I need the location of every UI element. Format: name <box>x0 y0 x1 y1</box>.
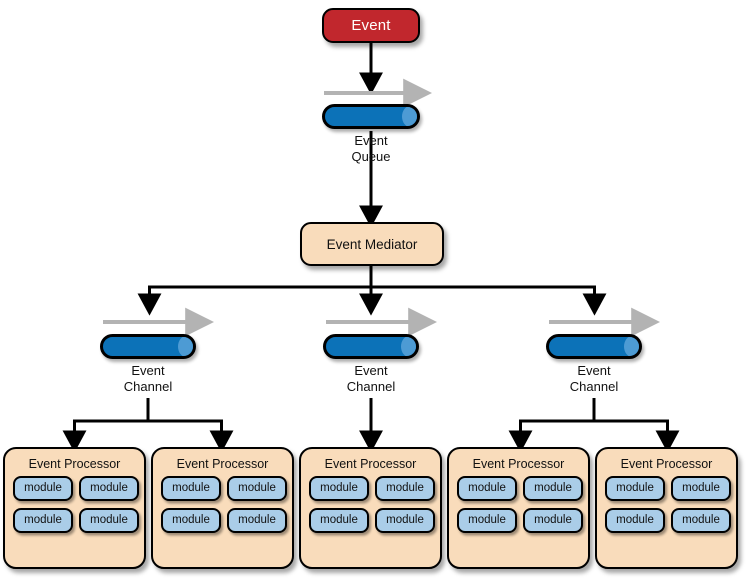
event-processor-4: Event Processor module module module mod… <box>447 447 590 569</box>
cylinder-cap <box>178 337 193 356</box>
module-grid: module module module module <box>153 475 292 542</box>
event-channel-cylinder-2 <box>323 334 419 359</box>
cylinder-cap <box>402 107 417 126</box>
event-channel-label-2: Event Channel <box>321 363 421 394</box>
event-channel-label-line2: Channel <box>346 378 396 394</box>
event-processor-title: Event Processor <box>472 457 565 471</box>
module-pill: module <box>375 475 435 501</box>
event-channel-cylinder-1 <box>100 334 196 359</box>
event-processor-title: Event Processor <box>28 457 121 471</box>
event-queue-label-line1: Event <box>354 133 388 148</box>
event-channel-label-line1: Event <box>577 363 611 378</box>
event-processor-2: Event Processor module module module mod… <box>151 447 294 569</box>
mediator-channel-bus <box>137 266 607 316</box>
module-grid: module module module module <box>597 475 736 542</box>
module-pill: module <box>605 507 665 533</box>
module-pill: module <box>161 475 221 501</box>
module-pill: module <box>523 507 583 533</box>
event-queue-label: Event Queue <box>321 133 421 164</box>
event-channel-cylinder-3 <box>546 334 642 359</box>
module-grid: module module module module <box>449 475 588 542</box>
channel1-processor-bus <box>62 398 234 453</box>
module-pill: module <box>13 507 73 533</box>
event-processor-5: Event Processor module module module mod… <box>595 447 738 569</box>
module-pill: module <box>457 475 517 501</box>
event-node: Event <box>322 8 420 43</box>
channel3-processor-bus <box>508 398 680 453</box>
event-mediator-node: Event Mediator <box>300 222 444 266</box>
event-processor-3: Event Processor module module module mod… <box>299 447 442 569</box>
module-pill: module <box>457 507 517 533</box>
cylinder-cap <box>401 337 416 356</box>
event-channel-label-1: Event Channel <box>98 363 198 394</box>
module-pill: module <box>523 475 583 501</box>
event-channel-label-line1: Event <box>354 363 388 378</box>
event-queue-label-line2: Queue <box>351 148 391 164</box>
module-pill: module <box>605 475 665 501</box>
module-pill: module <box>671 475 731 501</box>
event-processor-1: Event Processor module module module mod… <box>3 447 146 569</box>
event-processor-title: Event Processor <box>620 457 713 471</box>
module-pill: module <box>161 507 221 533</box>
event-channel-label-3: Event Channel <box>544 363 644 394</box>
event-processor-title: Event Processor <box>324 457 417 471</box>
cylinder-cap <box>624 337 639 356</box>
module-pill: module <box>227 507 287 533</box>
module-pill: module <box>79 507 139 533</box>
module-pill: module <box>13 475 73 501</box>
module-pill: module <box>227 475 287 501</box>
event-channel-label-line1: Event <box>131 363 165 378</box>
module-pill: module <box>309 475 369 501</box>
module-pill: module <box>375 507 435 533</box>
module-grid: module module module module <box>5 475 144 542</box>
event-channel-label-line2: Channel <box>123 378 173 394</box>
event-channel-label-line2: Channel <box>569 378 619 394</box>
module-pill: module <box>309 507 369 533</box>
event-queue-cylinder <box>322 104 420 129</box>
event-mediator-label: Event Mediator <box>326 236 418 252</box>
event-label: Event <box>351 17 391 34</box>
module-grid: module module module module <box>301 475 440 542</box>
module-pill: module <box>671 507 731 533</box>
event-processor-title: Event Processor <box>176 457 269 471</box>
module-pill: module <box>79 475 139 501</box>
